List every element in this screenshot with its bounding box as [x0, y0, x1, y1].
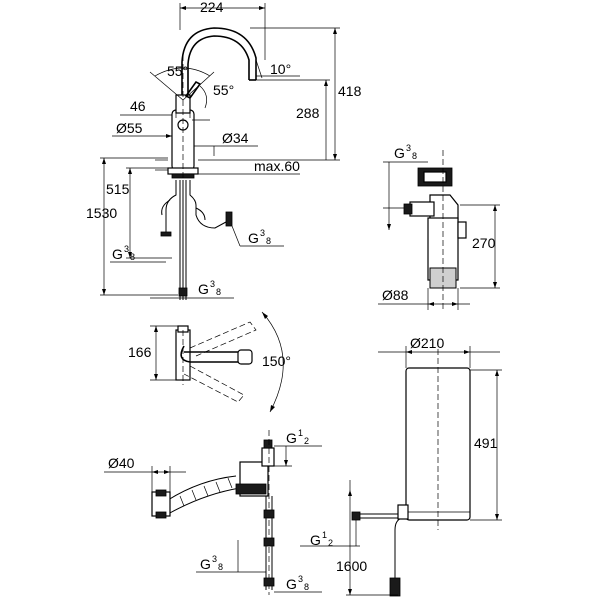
- dia-210-label: Ø210: [410, 335, 444, 351]
- svg-text:G: G: [112, 246, 123, 262]
- faucet-top-view: 150° 166: [128, 311, 291, 413]
- svg-text:8: 8: [218, 562, 223, 572]
- dia-40-label: Ø40: [108, 455, 135, 471]
- thread-g38-f: G 3 8: [286, 574, 309, 592]
- svg-text:G: G: [286, 576, 297, 592]
- dia-55-label: Ø55: [116, 120, 143, 136]
- svg-text:3: 3: [406, 143, 411, 153]
- max-60-label: max.60: [254, 158, 300, 174]
- dim-46-label: 46: [130, 98, 146, 114]
- dia-88-label: Ø88: [382, 287, 409, 303]
- svg-text:3: 3: [212, 554, 217, 564]
- svg-text:1: 1: [298, 428, 303, 438]
- thread-g12-a: G 1 2: [286, 428, 309, 446]
- svg-text:8: 8: [130, 252, 135, 262]
- svg-text:G: G: [310, 532, 321, 548]
- thread-g38-c: G 3 8: [198, 279, 221, 297]
- angle-55-right-label: 55°: [213, 82, 234, 98]
- svg-text:3: 3: [298, 574, 303, 584]
- svg-text:8: 8: [412, 151, 417, 161]
- angle-150-label: 150°: [262, 353, 291, 369]
- angle-55-top-label: 55°: [167, 63, 188, 79]
- dim-166-label: 166: [128, 344, 152, 360]
- thread-g38-d: G 3 8: [394, 143, 417, 161]
- dia-34-label: Ø34: [222, 130, 249, 146]
- thread-g38-e: G 3 8: [200, 554, 223, 572]
- faucet-lever: [184, 80, 202, 100]
- svg-text:G: G: [286, 430, 297, 446]
- dim-418-label: 418: [338, 83, 362, 99]
- co2-tank: Ø210 491 1600 G 1 2: [300, 335, 502, 597]
- dim-1600-label: 1600: [336, 558, 367, 574]
- angle-10-label: 10°: [270, 61, 291, 77]
- thread-g38-b: G 3 8: [248, 228, 271, 246]
- thread-g38-a: G 3 8: [112, 244, 135, 262]
- thread-g12-b: G 1 2: [310, 530, 333, 548]
- filter-unit: G 3 8 270 Ø88: [378, 143, 500, 310]
- dim-270-label: 270: [472, 235, 496, 251]
- dim-1530-label: 1530: [86, 205, 117, 221]
- svg-text:2: 2: [304, 436, 309, 446]
- dim-515-label: 515: [106, 181, 130, 197]
- svg-text:G: G: [248, 230, 259, 246]
- svg-text:3: 3: [124, 244, 129, 254]
- svg-text:3: 3: [210, 279, 215, 289]
- svg-text:8: 8: [216, 287, 221, 297]
- faucet-spout: [181, 27, 257, 100]
- svg-text:2: 2: [328, 538, 333, 548]
- svg-text:G: G: [200, 556, 211, 572]
- svg-text:8: 8: [304, 582, 309, 592]
- faucet-side-view: 224 418 288 10° 55° 55° 46 Ø55: [86, 0, 362, 300]
- dim-288-label: 288: [296, 105, 320, 121]
- svg-text:G: G: [394, 145, 405, 161]
- svg-text:1: 1: [322, 530, 327, 540]
- dim-491-label: 491: [474, 435, 498, 451]
- svg-text:3: 3: [260, 228, 265, 238]
- connection-kit: Ø40 G 1 2 G 3 8 G 3 8 G: [104, 428, 322, 595]
- dim-224-label: 224: [200, 0, 224, 15]
- svg-text:8: 8: [266, 236, 271, 246]
- svg-text:G: G: [198, 281, 209, 297]
